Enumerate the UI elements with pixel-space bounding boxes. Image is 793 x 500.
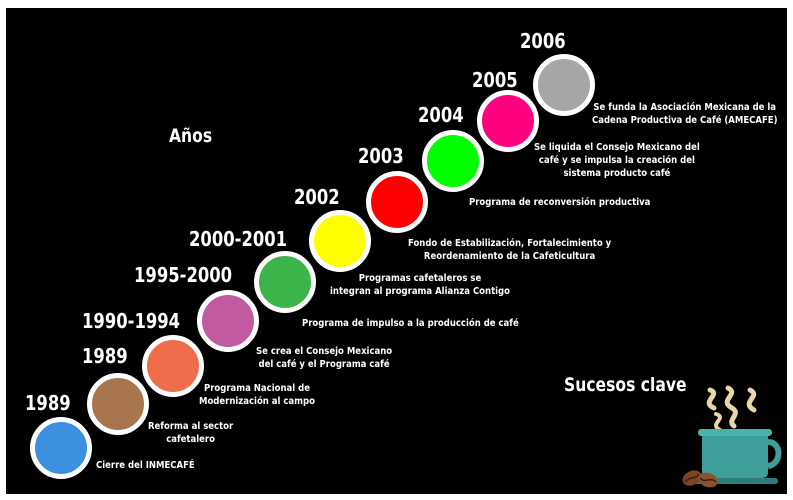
event-description: Programa de impulso a la producción de c… [302, 318, 519, 329]
event-description: Programas cafetaleros se integran al pro… [330, 273, 510, 297]
event-year: 2006 [520, 29, 566, 53]
event-marker [197, 290, 259, 352]
event-year: 2003 [358, 144, 404, 168]
steam-left [706, 387, 717, 411]
event-year: 2000-2001 [189, 227, 288, 251]
timeline-slide: Años Sucesos clave 1989 Cierre del INMEC… [6, 8, 787, 494]
event-marker [30, 417, 92, 479]
event-year: 2002 [294, 185, 340, 209]
event-marker [477, 90, 539, 152]
event-description: Se crea el Consejo Mexicano del café y e… [256, 346, 393, 370]
steam-right [746, 387, 757, 413]
steam-middle [724, 385, 738, 429]
event-year: 2004 [418, 103, 464, 127]
event-marker [366, 171, 428, 233]
event-description: Cierre del INMECAFÉ [96, 460, 195, 471]
event-marker [87, 373, 149, 435]
event-description: Programa de reconversión productiva [469, 197, 651, 208]
event-description: Fondo de Estabilización, Fortalecimiento… [408, 238, 612, 262]
event-marker [533, 54, 595, 116]
years-heading: Años [169, 125, 213, 147]
event-marker [309, 210, 371, 272]
event-year: 1989 [25, 391, 71, 415]
event-year: 1995-2000 [134, 263, 233, 287]
steam-bottom [714, 412, 722, 432]
coffee-cup-icon [682, 385, 782, 488]
cup-body [702, 432, 768, 478]
key-events-heading: Sucesos clave [564, 374, 687, 396]
event-description: Reforma al sector cafetalero [148, 421, 234, 445]
event-description: Se funda la Asociación Mexicana de la Ca… [592, 102, 778, 126]
event-description: Programa Nacional de Modernización al ca… [199, 383, 315, 407]
event-year: 1989 [82, 344, 128, 368]
event-marker [422, 130, 484, 192]
event-marker [254, 251, 316, 313]
cup-handle [767, 439, 782, 469]
event-marker [142, 335, 204, 397]
event-description: Se liquida el Consejo Mexicano del café … [534, 142, 700, 179]
event-year: 1990-1994 [82, 309, 181, 333]
event-year: 2005 [472, 68, 518, 92]
cup-rim [698, 429, 772, 436]
